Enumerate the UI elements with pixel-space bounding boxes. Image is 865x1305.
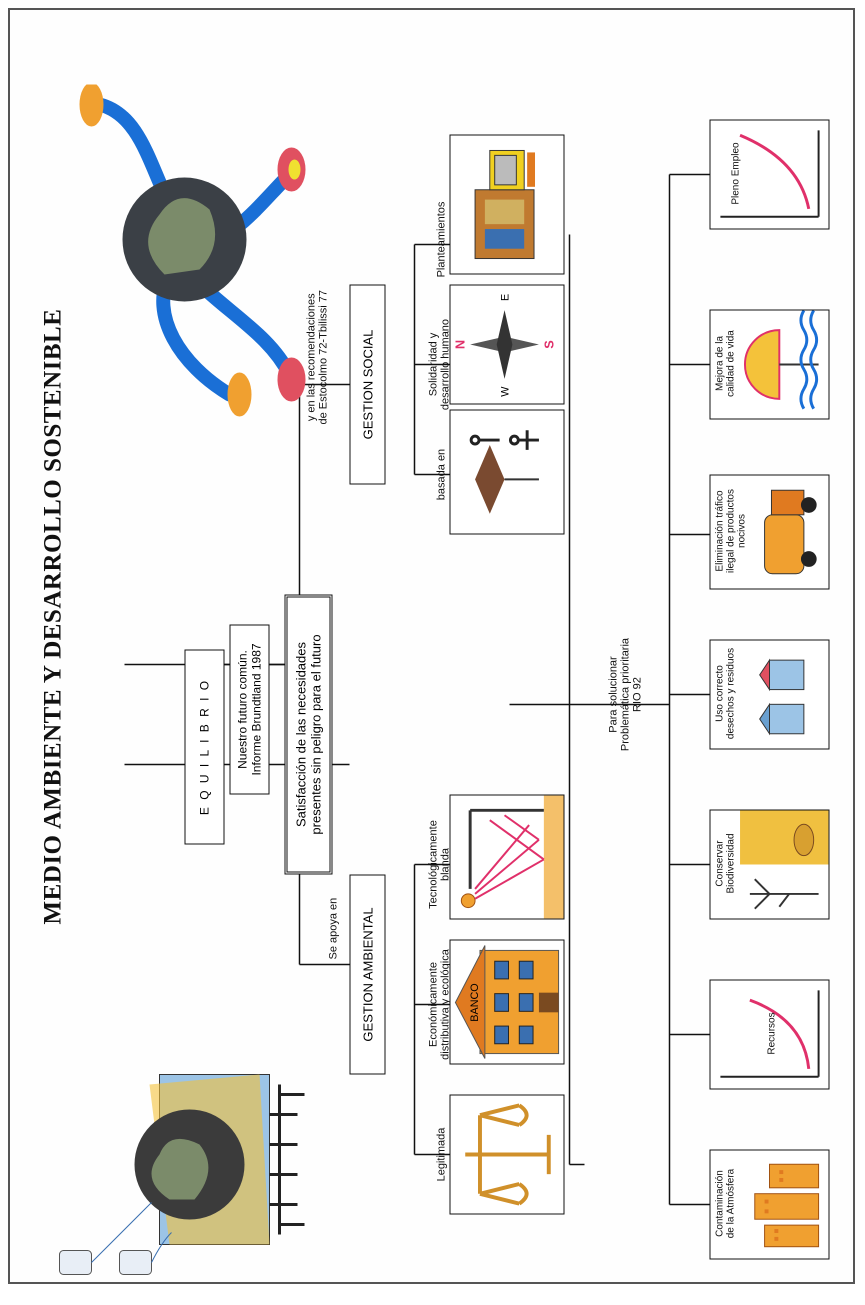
brundtland-line-1: Nuestro futuro común. <box>236 650 250 769</box>
tecnologica-label: Tecnológicamente blanda <box>428 815 452 915</box>
para-solucionar-line-1: Para solucionar <box>608 625 620 765</box>
economica-line-1: Económicamente <box>428 935 440 1075</box>
recomendaciones-line-2: de Estocolmo 72-Tbilissi 77 <box>318 290 330 425</box>
gestion-ambiental-label: GESTION AMBIENTAL <box>360 907 375 1041</box>
problem-box-recursos: Recursos <box>710 980 830 1090</box>
compass-s: S <box>542 340 557 349</box>
basada-en-label: basada en <box>436 435 448 515</box>
solidaridad-label: Solidaridad y desarrollo humano <box>428 305 452 425</box>
bank-sign: BANCO <box>469 983 481 1021</box>
problem-pleno-empleo-label: Pleno Empleo <box>731 120 742 229</box>
problem-box-pleno-empleo: Pleno Empleo <box>710 120 830 230</box>
gestion-social-label: GESTION SOCIAL <box>360 330 375 440</box>
para-solucionar-line-2: Problemática prioritaria <box>620 625 632 765</box>
brundtland-line-2: Informe Brundtland 1987 <box>250 643 264 775</box>
problem-box-desechos: Uso correcto desechos y residuos <box>710 640 830 750</box>
equilibrio-label: E Q U I L I B R I O <box>198 679 212 815</box>
brundtland-box: Nuestro futuro común. Informe Brundtland… <box>230 625 270 795</box>
soft-technology-picture <box>450 795 565 920</box>
satisfaccion-box: Satisfacción de las necesidades presente… <box>285 595 333 875</box>
tecnologica-line-1: Tecnológicamente <box>428 815 440 915</box>
compass-e: E <box>499 294 511 301</box>
compass-w: W <box>499 386 511 397</box>
problem-box-biodiversidad: Conservar Biodiversidad <box>710 810 830 920</box>
planteamientos-picture <box>450 135 565 275</box>
gestion-ambiental-box: GESTION AMBIENTAL <box>350 875 386 1075</box>
rotated-diagram: MEDIO AMBIENTE Y DESARROLLO SOSTENIBLE <box>10 11 865 1305</box>
problem-recursos-label: Recursos <box>767 980 778 1089</box>
recomendaciones-line-1: y en las recomendaciones <box>306 290 318 425</box>
satisfaccion-line-1: Satisfacción de las necesidades <box>294 642 309 827</box>
walking-earth-illustration <box>60 85 310 435</box>
se-apoya-en-label: Se apoya en <box>328 898 340 960</box>
satisfaccion-line-2: presentes sin peligro para el futuro <box>309 634 324 834</box>
problem-box-contaminacion: Contaminación de la Atmósfera <box>710 1150 830 1260</box>
compass-picture: N S E W <box>450 285 565 405</box>
planteamientos-label: Planteamientos <box>436 185 448 295</box>
para-solucionar-label: Para solucionar Problemática prioritaria… <box>608 625 644 765</box>
equilibrio-box: E Q U I L I B R I O <box>185 650 225 845</box>
problem-box-calidad-vida: Mejora de la calidad de vida <box>710 310 830 420</box>
economica-label: Económicamente distributiva y ecológica <box>428 935 452 1075</box>
bank-building-picture: BANCO <box>450 940 565 1065</box>
earth-in-bed-illustration <box>50 1055 310 1285</box>
recomendaciones-label: y en las recomendaciones de Estocolmo 72… <box>306 290 330 425</box>
scales-of-justice-picture <box>450 1095 565 1215</box>
solidaridad-line-1: Solidaridad y <box>428 305 440 425</box>
compass-n: N <box>452 340 467 349</box>
gestion-social-box: GESTION SOCIAL <box>350 285 386 485</box>
para-solucionar-line-3: RIO 92 <box>632 625 644 765</box>
page-frame: MEDIO AMBIENTE Y DESARROLLO SOSTENIBLE <box>8 8 855 1284</box>
problem-box-trafico: Eliminación tráfico ilegal de productos … <box>710 475 830 590</box>
education-picture <box>450 410 565 535</box>
legitimada-label: Legitimada <box>436 1115 448 1195</box>
